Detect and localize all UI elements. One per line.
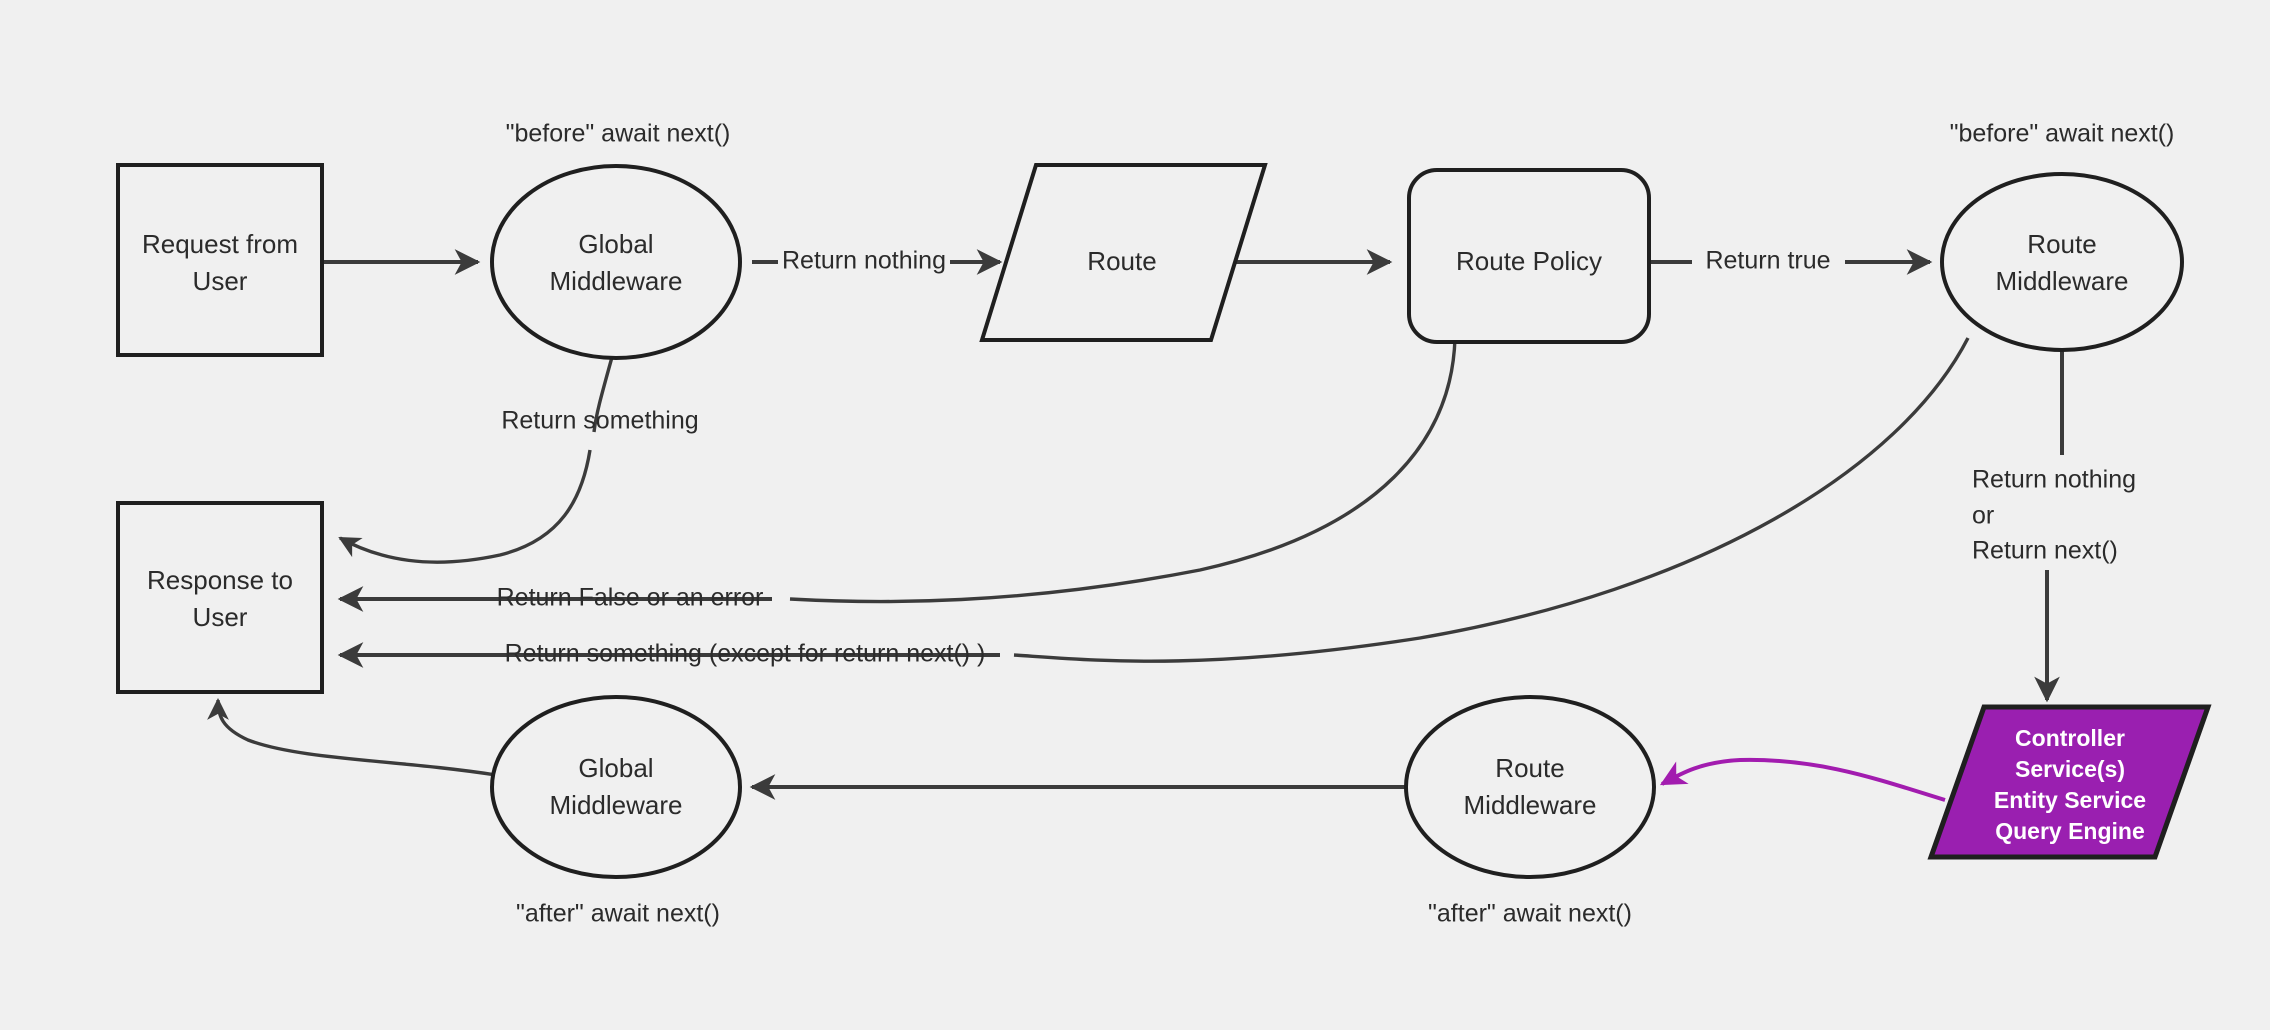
- node-global-middleware-after[interactable]: Global Middleware: [490, 695, 742, 879]
- edge-controller-to-route-middleware-after: [1659, 757, 1946, 802]
- node-global-middleware-after-label-line2: Middleware: [550, 790, 683, 820]
- node-global-middleware-before-label-line2: Middleware: [550, 266, 683, 296]
- edge-label-return-something-except: Return something (except for return next…: [505, 640, 986, 668]
- edge-route-middleware-to-controller: Return nothing or Return next(): [1972, 328, 2136, 703]
- node-route[interactable]: Route: [979, 163, 1268, 342]
- edge-label-return-nothing-line1: Return nothing: [1972, 466, 2136, 494]
- edge-global-middleware-return-something: Return something: [338, 349, 699, 564]
- node-route-middleware-after[interactable]: Route Middleware: [1404, 695, 1656, 879]
- edge-route-policy-to-route-middleware: Return true: [1651, 247, 1933, 275]
- node-request-label-line2: User: [193, 266, 248, 296]
- node-request-label-line1: Request from: [142, 229, 298, 259]
- node-controller-label-line2: Service(s): [2015, 756, 2125, 782]
- annotation-after-await-next-route-mw: "after" await next(): [1428, 900, 1632, 928]
- node-request-from-user[interactable]: Request from User: [116, 163, 324, 357]
- edge-global-middleware-after-to-response: [207, 698, 497, 777]
- edge-label-or-line2: or: [1972, 502, 1994, 530]
- annotation-before-await-next-route-mw: "before" await next(): [1950, 120, 2175, 148]
- edge-route-middleware-return-something-except: Return something (except for return next…: [337, 337, 1970, 668]
- node-response-label-line1: Response to: [147, 565, 293, 595]
- node-controller-services[interactable]: Controller Service(s) Entity Service Que…: [1927, 704, 2212, 860]
- edge-label-return-false-or-error: Return False or an error: [497, 584, 764, 612]
- annotation-after-await-next-global: "after" await next(): [516, 900, 720, 928]
- node-global-middleware-before-label-line1: Global: [578, 229, 653, 259]
- node-route-policy-label: Route Policy: [1456, 246, 1602, 276]
- node-route-middleware-before[interactable]: Route Middleware: [1940, 172, 2184, 352]
- node-controller-label-line4: Query Engine: [1995, 818, 2145, 844]
- node-route-middleware-before-label-line2: Middleware: [1996, 266, 2129, 296]
- edge-route-policy-return-false-or-error: Return False or an error: [337, 337, 1457, 612]
- node-response-to-user[interactable]: Response to User: [116, 501, 324, 694]
- node-route-middleware-before-label-line1: Route: [2027, 229, 2096, 259]
- node-response-label-line2: User: [193, 602, 248, 632]
- node-route-middleware-after-label-line1: Route: [1495, 753, 1564, 783]
- edge-label-return-true: Return true: [1705, 247, 1830, 275]
- node-route-middleware-after-label-line2: Middleware: [1464, 790, 1597, 820]
- node-route-policy[interactable]: Route Policy: [1407, 168, 1651, 344]
- edge-label-return-nothing: Return nothing: [782, 247, 946, 275]
- edge-global-middleware-to-route: Return nothing: [752, 247, 1003, 275]
- edge-label-return-next-line3: Return next(): [1972, 537, 2118, 565]
- annotation-before-await-next-global: "before" await next(): [506, 120, 731, 148]
- edge-label-return-something: Return something: [501, 407, 698, 435]
- node-global-middleware-before[interactable]: Global Middleware: [490, 164, 742, 360]
- node-global-middleware-after-label-line1: Global: [578, 753, 653, 783]
- node-controller-label-line1: Controller: [2015, 725, 2125, 751]
- node-route-label: Route: [1087, 246, 1156, 276]
- node-controller-label-line3: Entity Service: [1994, 787, 2146, 813]
